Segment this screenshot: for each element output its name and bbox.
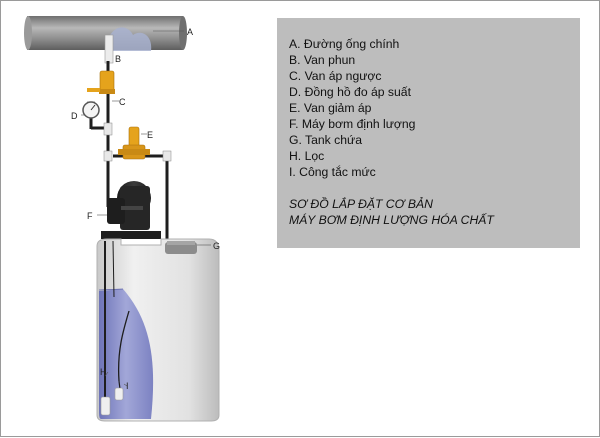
pressure-relief-valve <box>118 126 150 160</box>
chemical-tank <box>96 238 220 422</box>
label-a: A <box>187 27 193 37</box>
legend-item-e: E. Van giảm áp <box>289 101 372 115</box>
label-h: H <box>100 367 107 377</box>
legend-item-f: F. Máy bơm định lượng <box>289 117 416 131</box>
metering-pump <box>101 181 161 239</box>
suction-assembly <box>104 240 130 399</box>
label-c: C <box>119 97 126 107</box>
label-g: G <box>213 241 220 251</box>
caption-line-1: SƠ ĐỒ LẮP ĐẶT CƠ BẢN <box>289 197 433 211</box>
legend-item-g: G. Tank chứa <box>289 133 362 147</box>
label-b: B <box>115 54 121 64</box>
level-switch <box>114 387 124 401</box>
label-d: D <box>71 111 78 121</box>
caption-line-2: MÁY BƠM ĐỊNH LƯỢNG HÓA CHẤT <box>289 213 494 227</box>
label-f: F <box>87 211 93 221</box>
legend-panel: A. Đường ống chính B. Van phun C. Van áp… <box>277 18 580 248</box>
pressure-gauge <box>82 101 100 119</box>
back-pressure-valve <box>87 70 115 94</box>
label-e: E <box>147 130 153 140</box>
legend-item-b: B. Van phun <box>289 53 356 67</box>
label-i: I <box>126 381 129 391</box>
legend-item-i: I. Công tắc mức <box>289 165 376 179</box>
foot-filter <box>100 396 111 416</box>
legend-item-a: A. Đường ống chính <box>289 37 400 51</box>
pipe-fittings <box>103 122 172 162</box>
legend-list: A. Đường ống chính B. Van phun C. Van áp… <box>289 36 568 180</box>
leader-lines <box>81 30 211 387</box>
installation-diagram: A B C D E F G H I <box>24 16 220 422</box>
legend-item-d: D. Đồng hồ đo áp suất <box>289 85 411 99</box>
diagram-caption: SƠ ĐỒ LẮP ĐẶT CƠ BẢN MÁY BƠM ĐỊNH LƯỢNG … <box>289 196 568 228</box>
legend-item-h: H. Lọc <box>289 149 325 163</box>
legend-item-c: C. Van áp ngược <box>289 69 382 83</box>
injection-valve <box>104 34 114 64</box>
